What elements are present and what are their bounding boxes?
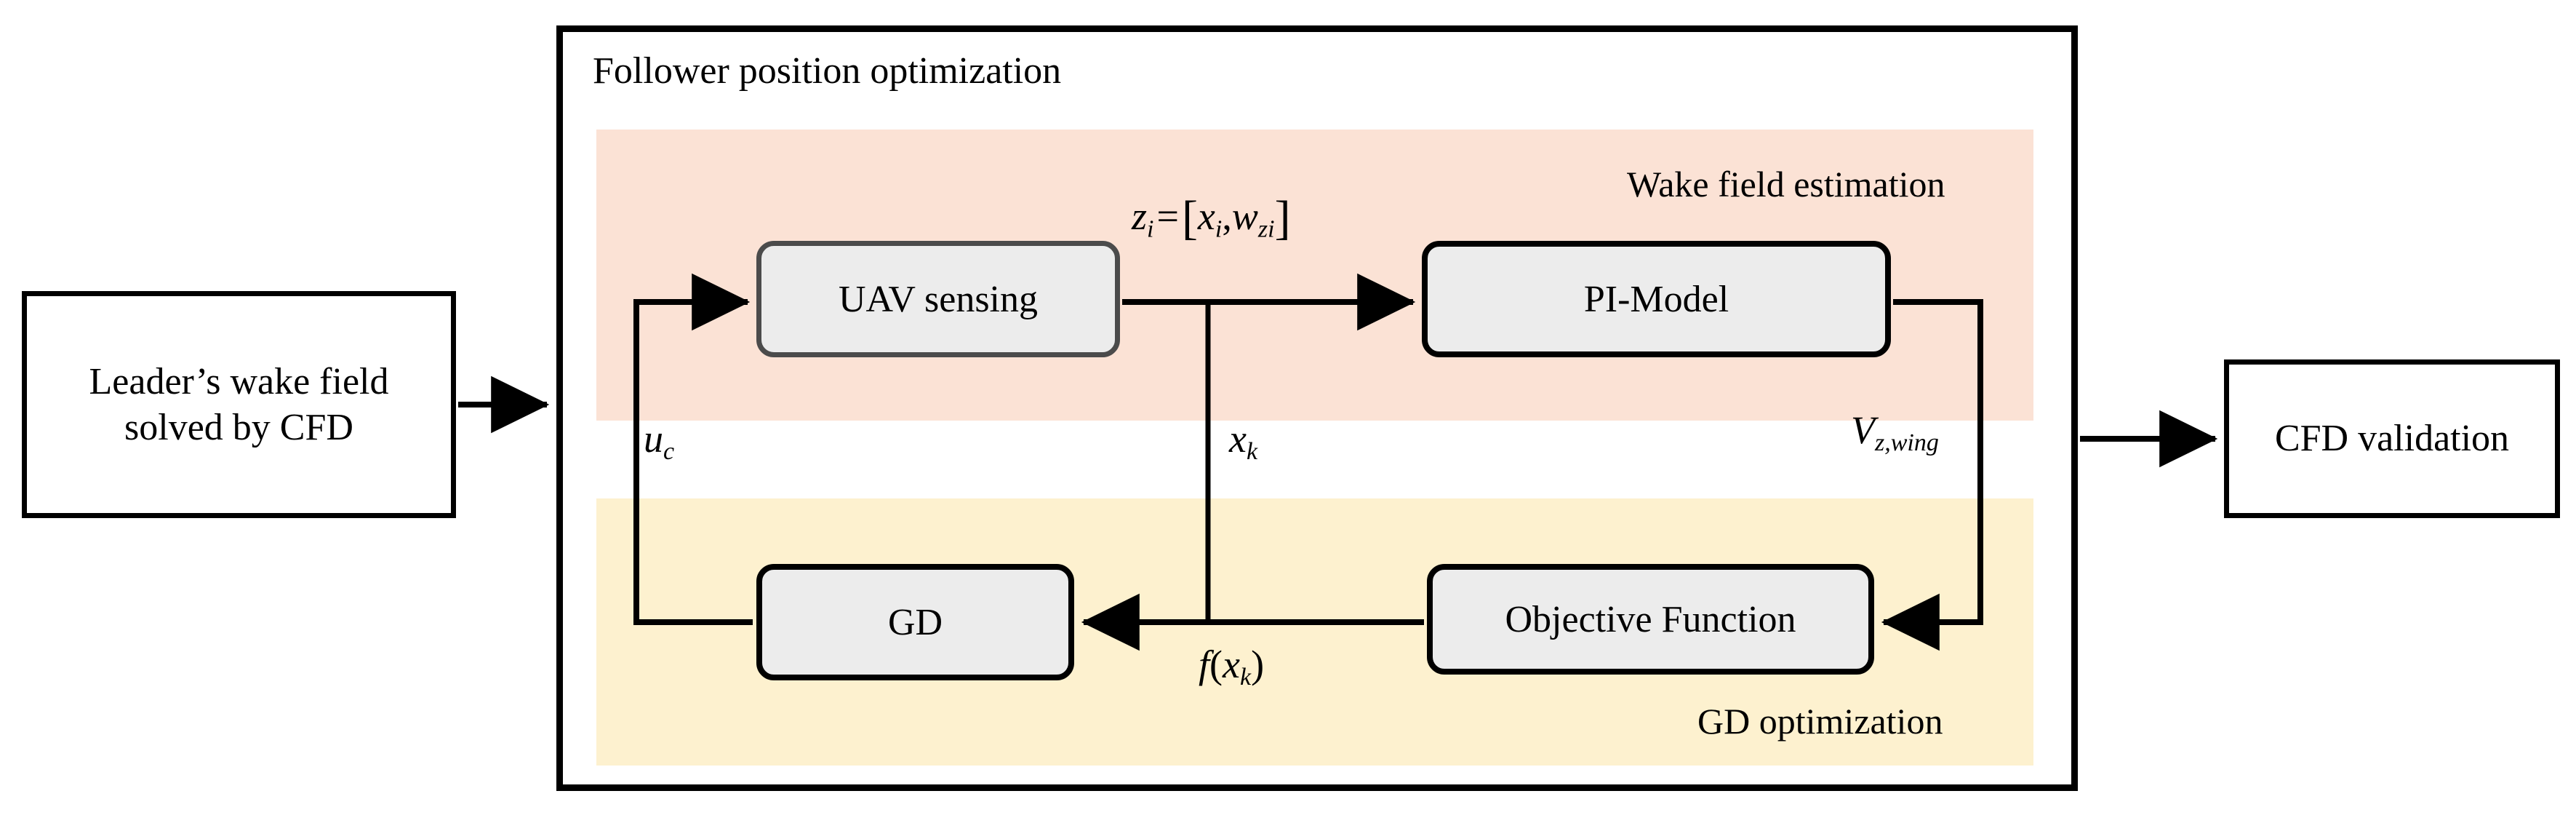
edge-label-xk-branch: xk [1229,416,1257,466]
follower-frame-title: Follower position optimization [593,50,1062,92]
zi-var: z [1132,194,1148,239]
cfd-validation-label: CFD validation [2274,418,2510,460]
vz-var: V [1851,408,1875,452]
leader-wake-field-box: Leader’s wake field solved by CFD [22,291,456,518]
zi-open-bracket: [ [1181,191,1198,244]
node-gd[interactable]: GD [756,564,1074,680]
vz-sub: z,wing [1875,429,1939,457]
zi-sub: i [1147,215,1154,243]
zi-v2-sub: zi [1257,215,1275,243]
edge-label-pi-to-objective: Vz,wing [1851,408,1939,457]
xk-var: x [1229,417,1247,461]
zi-eq: = [1156,194,1179,239]
fxk-sub: k [1239,664,1252,691]
xk-sub: k [1246,438,1258,466]
leader-box-line2: solved by CFD [124,407,353,448]
zi-v1: x [1197,194,1215,239]
node-uav-sensing-label: UAV sensing [838,278,1038,320]
edge-gd-to-uav [633,273,753,625]
node-gd-label: GD [887,601,943,643]
fxk-open-paren: ( [1209,643,1223,686]
fxk-close-paren: ) [1251,643,1265,686]
zi-v2: w [1231,194,1258,239]
cfd-validation-box: CFD validation [2224,359,2560,518]
edge-label-gd-to-uav: uc [644,416,674,466]
uc-sub: c [663,438,675,466]
gd-optimization-label: GD optimization [1697,701,1943,742]
wake-field-estimation-label: Wake field estimation [1627,164,1945,204]
edge-pi-to-objective [1881,299,1983,651]
edge-label-uav-to-pi: zi = [xi,wzi] [1132,191,1291,246]
zi-close-bracket: ] [1274,191,1291,244]
leader-box-line1: Leader’s wake field [89,360,389,402]
uc-var: u [644,417,663,461]
node-uav-sensing[interactable]: UAV sensing [756,241,1120,357]
fxk-var: x [1223,643,1240,686]
zi-v1-sub: i [1215,215,1223,243]
fxk-fn: f [1199,643,1210,686]
node-objective-function-label: Objective Function [1505,598,1796,640]
node-pi-model[interactable]: PI-Model [1422,241,1891,357]
node-pi-model-label: PI-Model [1583,278,1729,320]
node-objective-function[interactable]: Objective Function [1427,564,1874,675]
edge-label-objective-value: f(xk) [1199,642,1264,691]
zi-comma: , [1222,194,1232,239]
